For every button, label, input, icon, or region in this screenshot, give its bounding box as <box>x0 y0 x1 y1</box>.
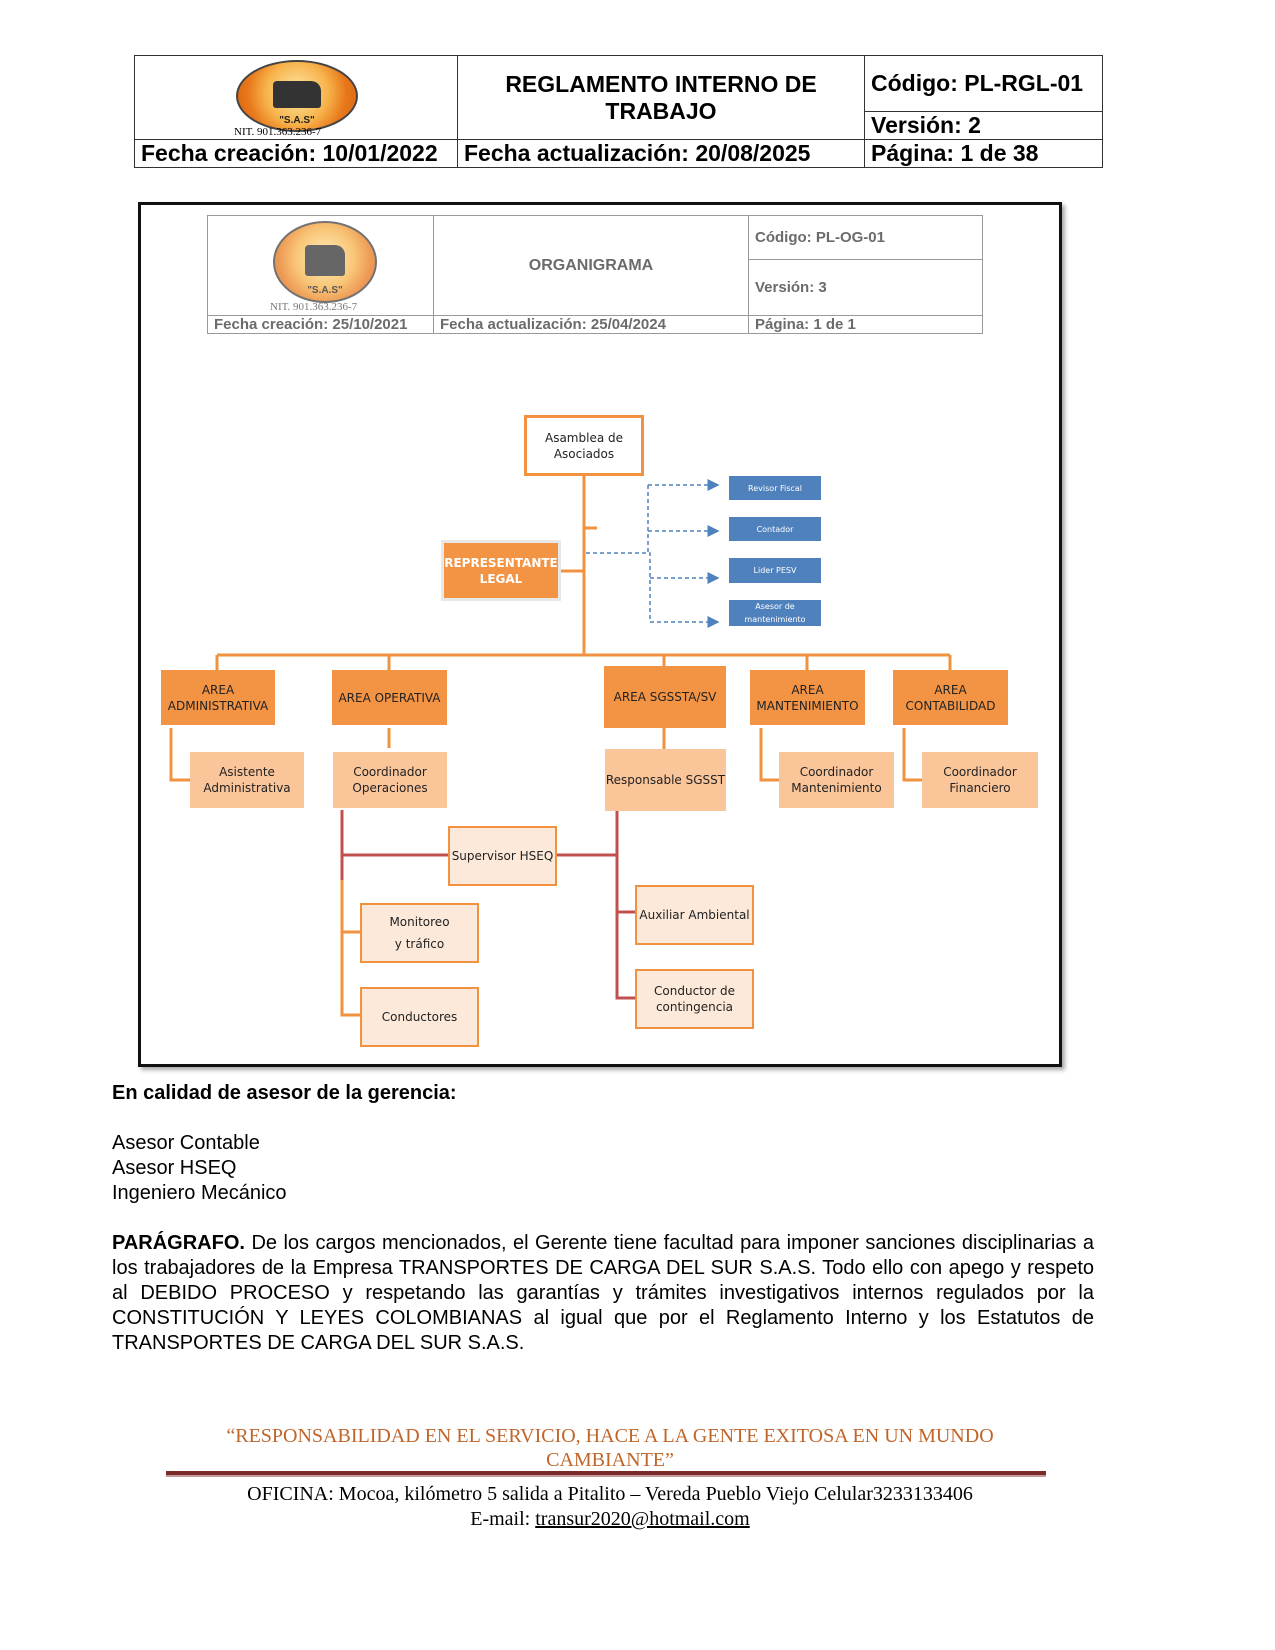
truck-icon <box>305 244 345 277</box>
node-contador: Contador <box>729 517 821 541</box>
org-version: Versión: 3 <box>748 259 983 316</box>
node-asamblea: Asamblea de Asociados <box>524 415 644 476</box>
footer-email-line: E-mail: transur2020@hotmail.com <box>470 1508 750 1530</box>
node-responsable-sgsst: Responsable SGSST <box>605 749 726 811</box>
node-area-mantenimiento: AREA MANTENIMIENTO <box>750 670 865 725</box>
page-number: Página: 1 de 38 <box>864 139 1103 168</box>
node-asesor-mantenimiento: Asesor de mantenimiento <box>729 600 821 626</box>
creation-date: Fecha creación: 10/01/2022 <box>134 139 458 168</box>
node-area-operativa: AREA OPERATIVA <box>332 670 447 725</box>
update-date: Fecha actualización: 20/08/2025 <box>457 139 865 168</box>
asesor-item: Ingeniero Mecánico <box>112 1182 287 1204</box>
node-coordinador-mantenimiento: Coordinador Mantenimiento <box>779 752 894 808</box>
node-area-administrativa: AREA ADMINISTRATIVA <box>161 670 275 725</box>
document-header: REGLAMENTO INTERNO DE TRABAJO Código: PL… <box>134 55 1103 168</box>
org-title: ORGANIGRAMA <box>433 215 749 316</box>
asesor-item: Asesor HSEQ <box>112 1157 237 1179</box>
node-supervisor-hseq: Supervisor HSEQ <box>448 826 557 886</box>
node-conductores: Conductores <box>360 987 479 1047</box>
node-conductor-contingencia: Conductor de contingencia <box>635 969 754 1029</box>
org-company-logo: "S.A.S" <box>273 221 377 303</box>
node-revisor-fiscal: Revisor Fiscal <box>729 476 821 500</box>
node-coordinador-financiero: Coordinador Financiero <box>922 752 1038 808</box>
node-representante-legal: REPRESENTANTE LEGAL <box>441 540 561 601</box>
company-logo: "S.A.S" <box>236 60 358 132</box>
paragrafo-text: De los cargos mencionados, el Gerente ti… <box>112 1232 1094 1354</box>
paragrafo: PARÁGRAFO. De los cargos mencionados, el… <box>112 1231 1094 1356</box>
node-monitoreo-trafico: Monitoreo y tráfico <box>360 903 479 963</box>
org-nit: NIT. 901.363.236-7 <box>270 301 358 313</box>
node-area-sgssta: AREA SGSSTA/SV <box>604 666 726 728</box>
asesor-item: Asesor Contable <box>112 1132 260 1154</box>
nit: NIT. 901.363.236-7 <box>234 126 322 138</box>
footer-divider <box>166 1471 1046 1477</box>
org-creation-date: Fecha creación: 25/10/2021 <box>207 315 434 334</box>
node-area-contabilidad: AREA CONTABILIDAD <box>893 670 1008 725</box>
document-code: Código: PL-RGL-01 <box>864 55 1103 112</box>
node-asistente-administrativa: Asistente Administrativa <box>190 752 304 808</box>
node-auxiliar-ambiental: Auxiliar Ambiental <box>635 885 754 945</box>
asesor-heading: En calidad de asesor de la gerencia: <box>112 1082 457 1104</box>
email-link[interactable]: transur2020@hotmail.com <box>535 1508 750 1530</box>
org-chart-frame <box>138 202 1062 1067</box>
paragrafo-label: PARÁGRAFO. <box>112 1232 245 1254</box>
footer-office: OFICINA: Mocoa, kilómetro 5 salida a Pit… <box>247 1483 973 1505</box>
org-page: Página: 1 de 1 <box>748 315 983 334</box>
node-coordinador-operaciones: Coordinador Operaciones <box>333 752 447 808</box>
node-lider-pesv: Lider PESV <box>729 558 821 583</box>
org-update-date: Fecha actualización: 25/04/2024 <box>433 315 749 334</box>
footer-slogan: “RESPONSABILIDAD EN EL SERVICIO, HACE A … <box>226 1425 994 1471</box>
truck-icon <box>273 81 321 109</box>
org-code: Código: PL-OG-01 <box>748 215 983 260</box>
